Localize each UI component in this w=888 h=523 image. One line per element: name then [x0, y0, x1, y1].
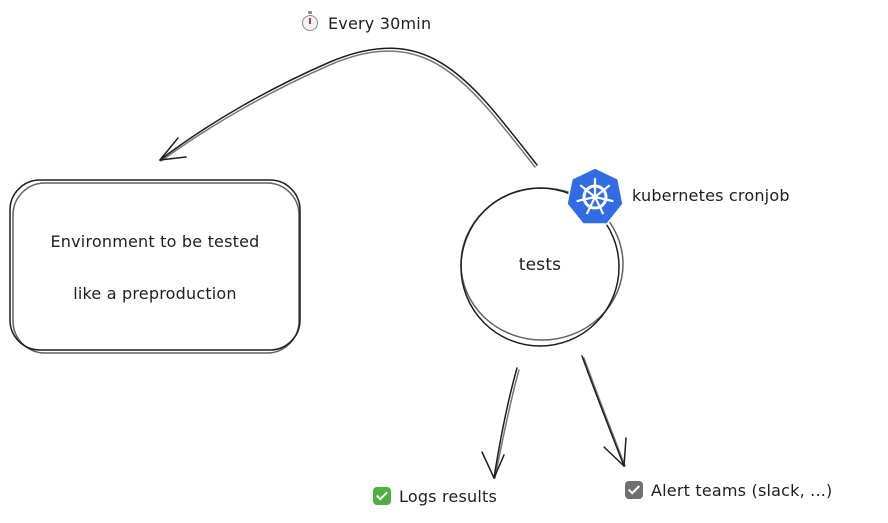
stopwatch-icon — [302, 11, 318, 31]
environment-box — [9, 179, 301, 354]
schedule-label: Every 30min — [302, 11, 432, 33]
tests-label: tests — [518, 255, 562, 275]
alert-output-text: Alert teams (slack, ...) — [651, 481, 833, 500]
environment-line-2: like a preproduction — [73, 284, 237, 303]
tests-circle — [460, 187, 624, 347]
alert-arrow — [581, 355, 627, 467]
logs-arrow — [481, 367, 520, 479]
kubernetes-logo-icon — [566, 167, 624, 225]
gray-check-box-icon — [625, 481, 643, 499]
environment-line-1: Environment to be tested — [50, 232, 260, 251]
logs-output-text: Logs results — [399, 487, 498, 506]
schedule-text: Every 30min — [328, 14, 432, 33]
cronjob-label: kubernetes cronjob — [632, 186, 790, 205]
green-check-box-icon — [373, 487, 391, 505]
schedule-arrow — [159, 47, 538, 168]
alert-output: Alert teams (slack, ...) — [625, 481, 832, 500]
logs-output: Logs results — [373, 487, 497, 506]
